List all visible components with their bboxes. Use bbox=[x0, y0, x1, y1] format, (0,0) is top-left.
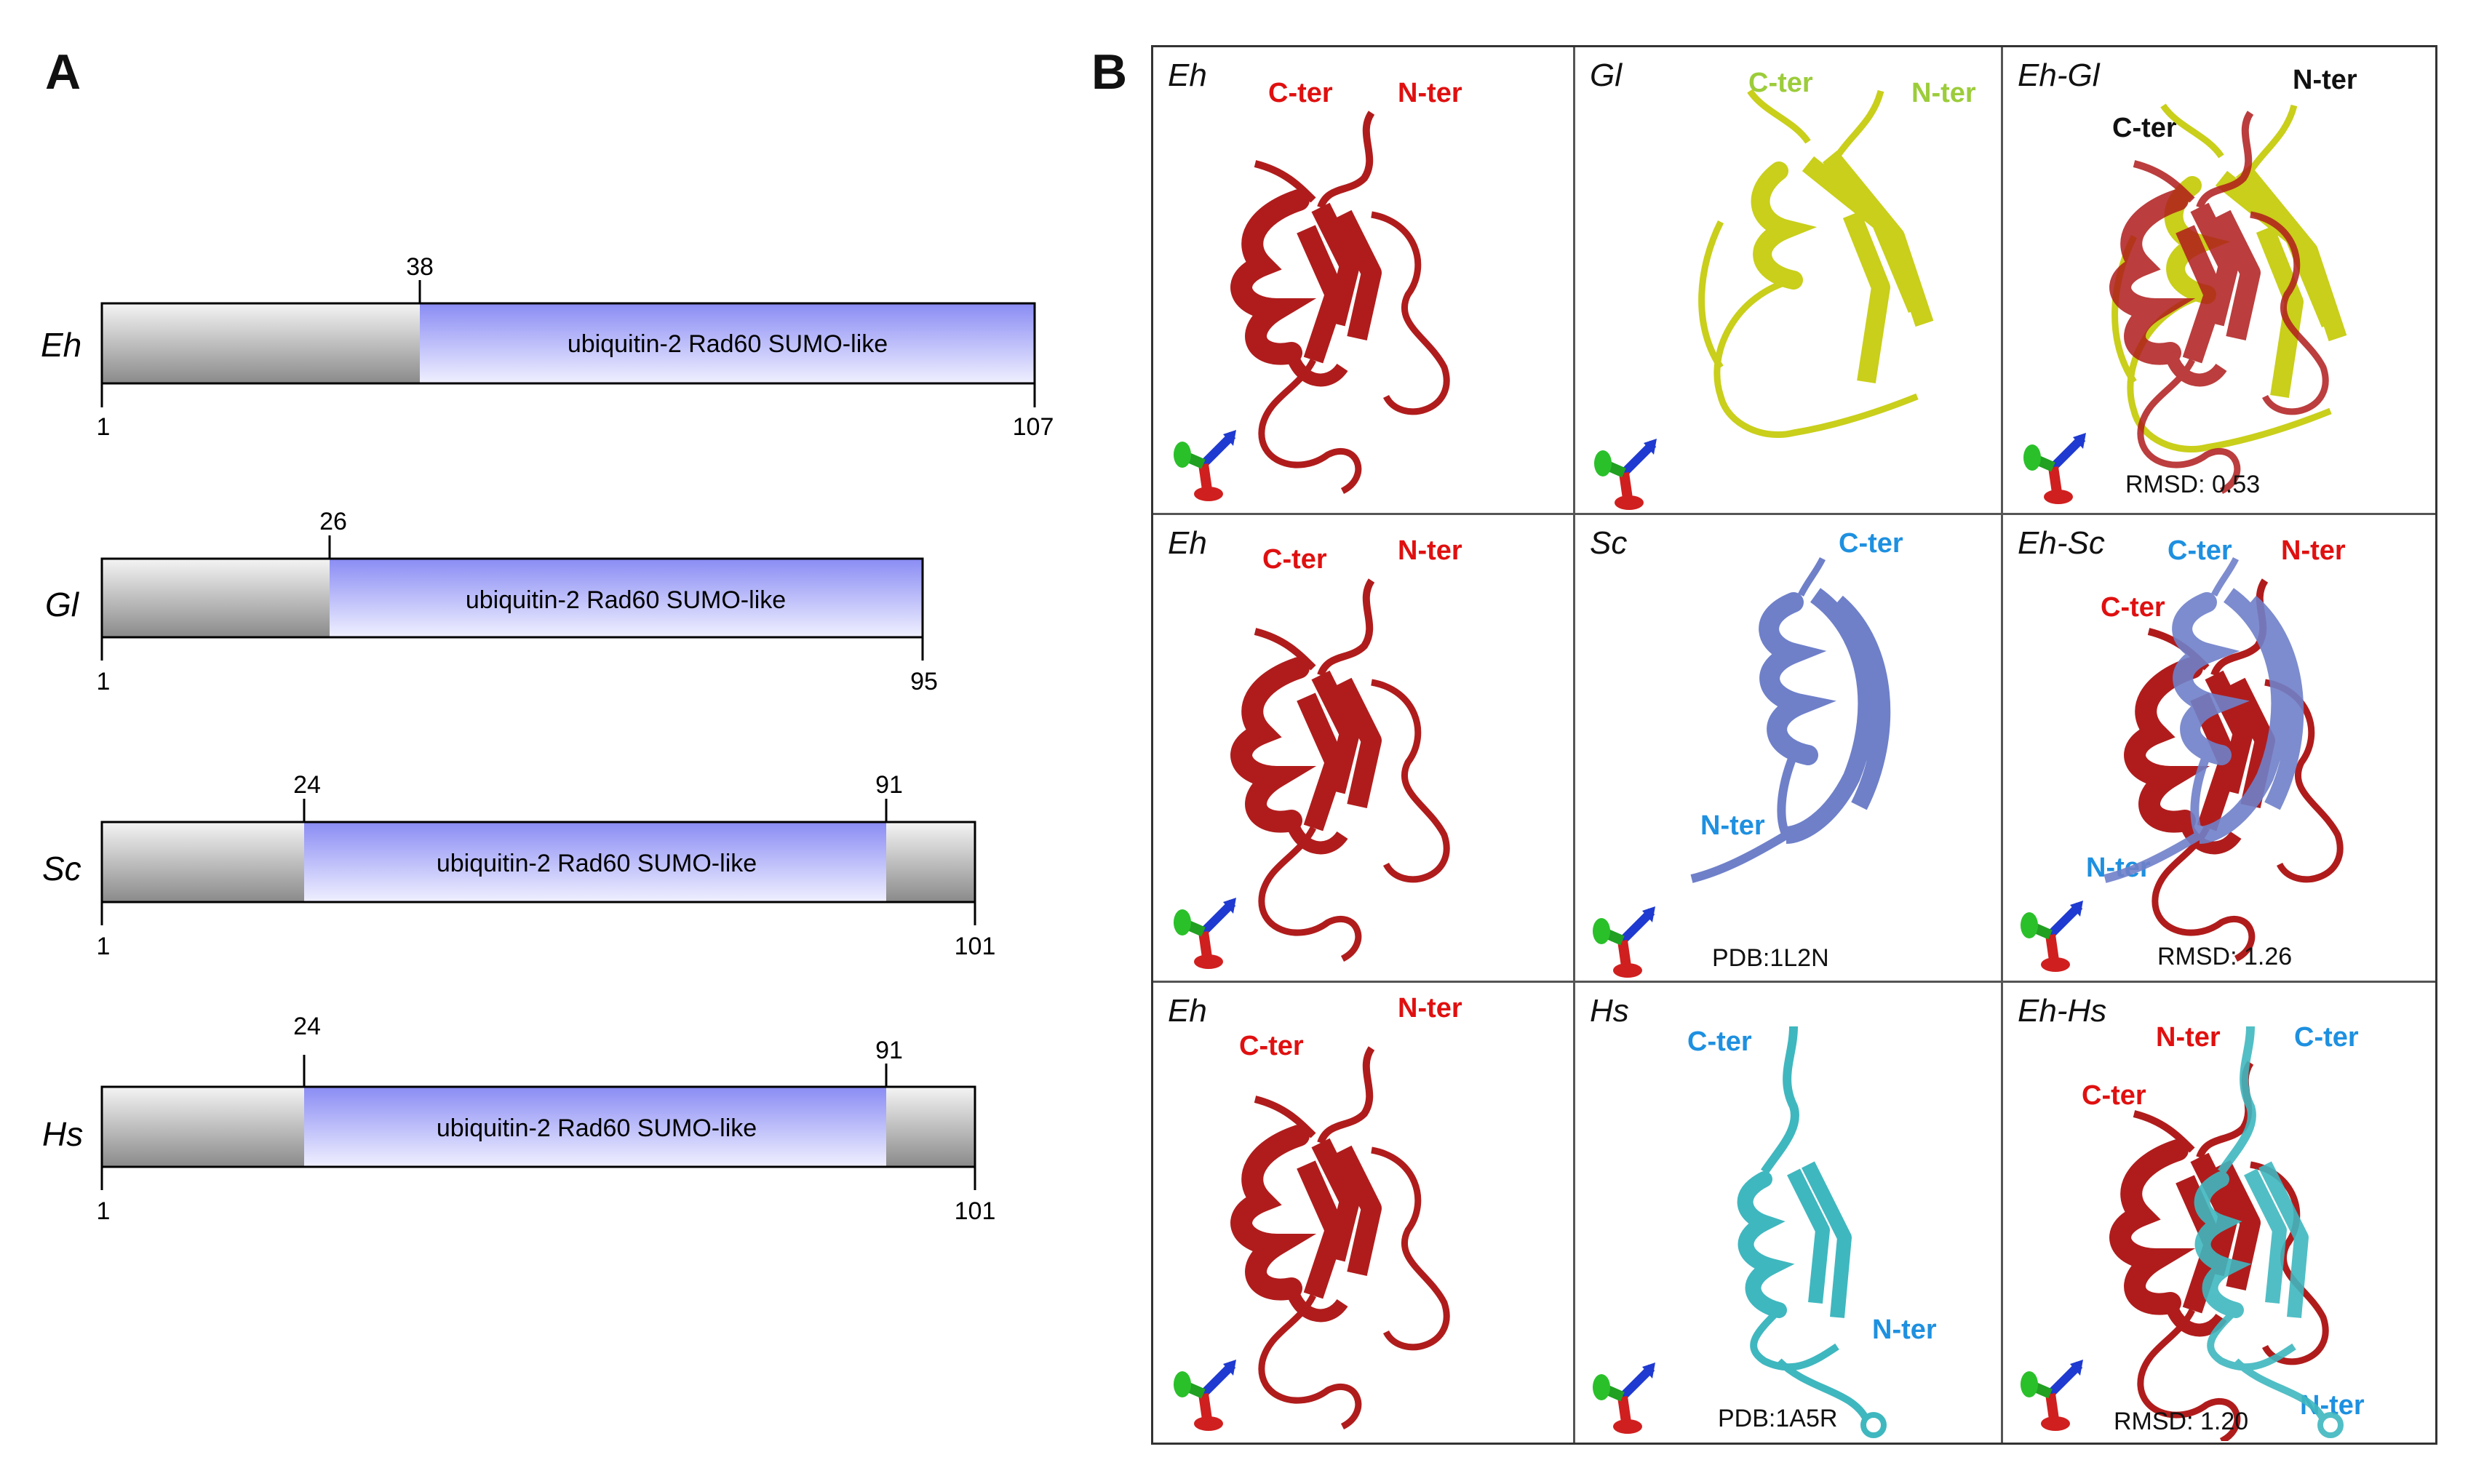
domain-label: ubiquitin-2 Rad60 SUMO-like bbox=[437, 1114, 757, 1142]
cell-title: Sc bbox=[1590, 525, 1628, 561]
start-label: 1 bbox=[97, 413, 111, 441]
cell-gl: Gl C-ter N-ter bbox=[1575, 47, 2003, 515]
cell-hs: Hs C-ter N-ter PDB:1A5R bbox=[1575, 983, 2003, 1443]
domain-label: ubiquitin-2 Rad60 SUMO-like bbox=[466, 586, 786, 614]
pdb-label: PDB:1A5R bbox=[1718, 1405, 1838, 1432]
n-ter-label: N-ter bbox=[1911, 78, 1976, 108]
n-ter-label: N-ter bbox=[2293, 65, 2357, 95]
n-ter-label: N-ter bbox=[1398, 535, 1462, 566]
n-ter-label: N-ter bbox=[1398, 993, 1462, 1024]
cell-title: Eh-Gl bbox=[2018, 57, 2100, 93]
cell-title: Eh bbox=[1168, 525, 1207, 561]
species-label: Gl bbox=[45, 586, 80, 623]
domain-row-gl: Gl ubiquitin-2 Rad60 SUMO-like 26 1 95 bbox=[45, 508, 938, 695]
end-label: 95 bbox=[910, 668, 938, 695]
start-label: 1 bbox=[97, 1197, 111, 1225]
cell-eh-2: Eh C-ter N-ter bbox=[1153, 515, 1575, 983]
start-label: 1 bbox=[97, 933, 111, 960]
panel-b-letter: B bbox=[1091, 44, 1128, 100]
species-label: Hs bbox=[42, 1115, 83, 1153]
domain-architecture-diagram: Eh ubiquitin-2 Rad60 SUMO-like 38 1 107 … bbox=[41, 253, 1054, 1225]
end-label: 101 bbox=[955, 1197, 996, 1225]
c-ter-label: C-ter bbox=[1239, 1031, 1304, 1061]
marker-label: 91 bbox=[875, 1037, 903, 1064]
domain-row-sc: Sc ubiquitin-2 Rad60 SUMO-like 24 91 1 1… bbox=[42, 771, 995, 960]
n-ter-label: N-ter bbox=[2156, 1022, 2221, 1053]
c-ter-label: C-ter bbox=[2168, 535, 2232, 566]
panel-a-letter: A bbox=[45, 44, 81, 100]
cell-eh-hs: Eh-Hs N-ter C-ter C-ter N-ter RMSD: 1.20 bbox=[2003, 983, 2435, 1443]
cell-title: Eh bbox=[1168, 993, 1207, 1029]
n-ter-label: N-ter bbox=[1872, 1315, 1937, 1345]
cell-title: Eh bbox=[1168, 57, 1207, 93]
axes-icon bbox=[1583, 893, 1670, 981]
cell-title: Gl bbox=[1590, 57, 1622, 93]
cell-title: Eh-Hs bbox=[2018, 993, 2107, 1029]
axes-icon bbox=[1163, 417, 1251, 504]
cell-title: Eh-Sc bbox=[2018, 525, 2105, 561]
c-ter-label: C-ter bbox=[1687, 1026, 1752, 1057]
axes-icon bbox=[1584, 426, 1671, 513]
cell-eh-3: Eh C-ter N-ter bbox=[1153, 983, 1575, 1443]
domain-label: ubiquitin-2 Rad60 SUMO-like bbox=[437, 850, 757, 877]
species-label: Sc bbox=[42, 850, 81, 887]
axes-icon bbox=[1583, 1349, 1670, 1437]
structure-comparison-grid: Eh C-ter N-ter Gl C-ter N-ter Eh-Gl C-te… bbox=[1151, 45, 2437, 1445]
cell-eh-gl: Eh-Gl C-ter N-ter RMSD: 0.53 bbox=[2003, 47, 2435, 515]
c-ter-label: C-ter bbox=[1268, 78, 1333, 108]
c-ter-label: C-ter bbox=[1262, 544, 1327, 575]
rmsd-label: RMSD: 0.53 bbox=[2125, 471, 2261, 498]
rmsd-label: RMSD: 1.26 bbox=[2157, 943, 2293, 970]
end-label: 107 bbox=[1013, 413, 1054, 441]
c-ter-label: C-ter bbox=[2112, 113, 2177, 143]
cell-eh-1: Eh C-ter N-ter bbox=[1153, 47, 1575, 515]
marker-label: 91 bbox=[875, 771, 903, 799]
cell-title: Hs bbox=[1590, 993, 1629, 1029]
rmsd-label: RMSD: 1.20 bbox=[2114, 1408, 2249, 1435]
marker-label: 24 bbox=[293, 771, 321, 799]
axes-icon bbox=[2010, 887, 2098, 975]
marker-label: 26 bbox=[319, 508, 347, 535]
axes-icon bbox=[2013, 420, 2101, 507]
domain-label: ubiquitin-2 Rad60 SUMO-like bbox=[568, 330, 888, 358]
marker-label: 38 bbox=[406, 253, 434, 281]
species-label: Eh bbox=[41, 326, 81, 364]
axes-icon bbox=[1163, 885, 1251, 972]
cell-sc: Sc C-ter N-ter PDB:1L2N bbox=[1575, 515, 2003, 983]
n-ter-label: N-ter bbox=[1398, 78, 1462, 108]
c-ter-label: C-ter bbox=[1839, 528, 1903, 559]
marker-label: 24 bbox=[293, 1013, 321, 1040]
pdb-label: PDB:1L2N bbox=[1712, 944, 1829, 972]
n-ter-label: N-ter bbox=[2281, 535, 2346, 566]
end-label: 101 bbox=[955, 933, 996, 960]
c-ter-label: C-ter bbox=[2101, 592, 2165, 623]
cell-eh-sc: Eh-Sc C-ter N-ter C-ter N-ter RMSD: 1.26 bbox=[2003, 515, 2435, 983]
domain-row-eh: Eh ubiquitin-2 Rad60 SUMO-like 38 1 107 bbox=[41, 253, 1054, 441]
axes-icon bbox=[2010, 1347, 2098, 1434]
c-ter-label: C-ter bbox=[2082, 1080, 2146, 1111]
c-ter-label: C-ter bbox=[1748, 68, 1813, 98]
domain-row-hs: Hs ubiquitin-2 Rad60 SUMO-like 24 91 1 1… bbox=[42, 1013, 995, 1225]
start-label: 1 bbox=[97, 668, 111, 695]
axes-icon bbox=[1163, 1347, 1251, 1434]
n-ter-label: N-ter bbox=[1700, 810, 1765, 841]
c-ter-label: C-ter bbox=[2294, 1022, 2359, 1053]
